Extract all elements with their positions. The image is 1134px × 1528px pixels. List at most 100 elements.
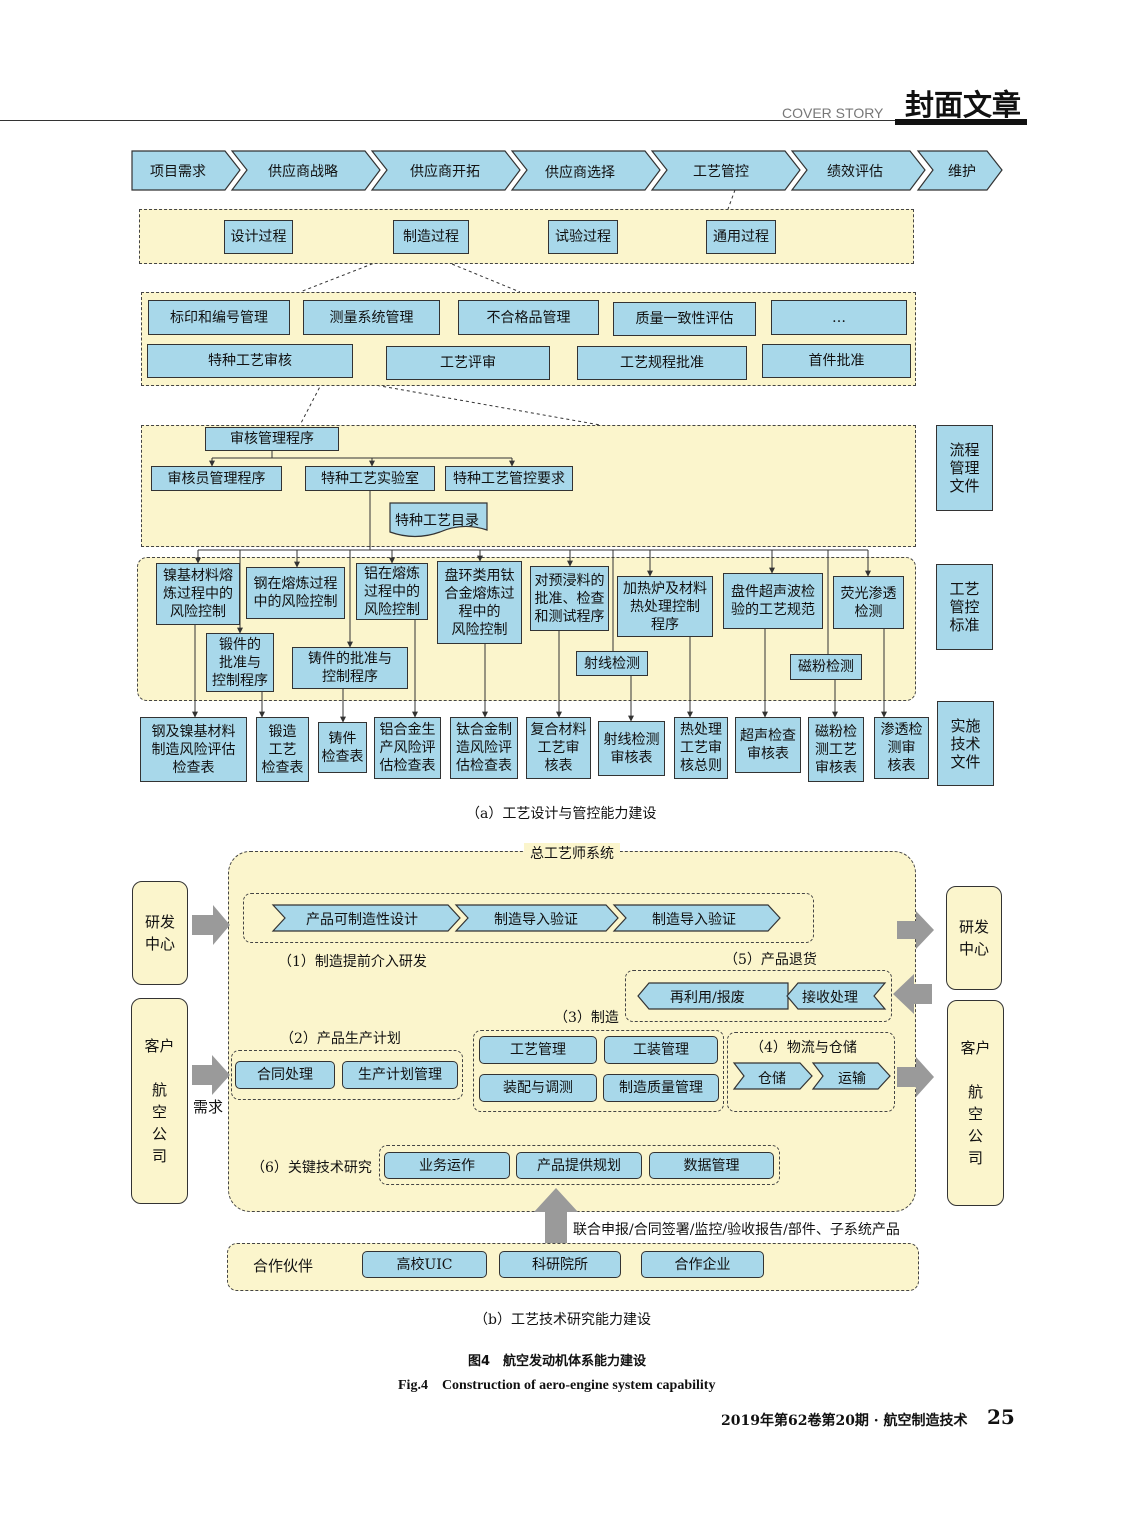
figure-title-cn: 图4 航空发动机体系能力建设 bbox=[468, 1354, 647, 1369]
demand-label: 需求 bbox=[193, 1098, 224, 1116]
std-penetrant: 荧光渗透 检测 bbox=[833, 576, 904, 629]
process-general: 通用过程 bbox=[706, 220, 776, 254]
section-label-en: COVER STORY bbox=[782, 105, 884, 121]
check-forging: 锻造 工艺 检查表 bbox=[256, 717, 309, 782]
mgmt-marking: 标印和编号管理 bbox=[148, 300, 290, 335]
sec6-operations: 业务运作 bbox=[384, 1152, 510, 1179]
audit-catalog: 特种工艺目录 bbox=[395, 513, 479, 529]
check-steel-nickel: 钢及镍基材料 制造风险评估 检查表 bbox=[140, 717, 247, 782]
sec5-label: （5）产品退货 bbox=[724, 952, 817, 968]
sec3-tooling-mgmt: 工装管理 bbox=[604, 1036, 718, 1064]
side-label-control-standards: 工艺 管控 标准 bbox=[936, 564, 993, 650]
sec2-planning: 生产计划管理 bbox=[342, 1061, 458, 1089]
chevron-shape-4 bbox=[510, 150, 661, 191]
process-manufacturing: 制造过程 bbox=[393, 220, 469, 254]
sec4-label: （4）物流与仓储 bbox=[750, 1040, 857, 1056]
sec1-chevron-1: 产品可制造性设计 bbox=[306, 912, 418, 928]
sec6-data: 数据管理 bbox=[649, 1152, 774, 1179]
arrow-rd-out bbox=[897, 911, 934, 949]
std-radiography: 射线检测 bbox=[576, 651, 648, 676]
section5-zone bbox=[625, 970, 892, 1022]
mgmt-nonconforming: 不合格品管理 bbox=[458, 300, 599, 335]
std-steel: 钢在熔炼过程 中的风险控制 bbox=[246, 567, 345, 619]
audit-lab: 特种工艺实验室 bbox=[305, 466, 435, 491]
check-ultrasonic: 超声检查 审核表 bbox=[735, 717, 801, 773]
connector-tezhong-right bbox=[329, 376, 601, 426]
std-nickel: 镍基材料熔 炼过程中的 风险控制 bbox=[156, 563, 240, 625]
partner-enterprise: 合作企业 bbox=[641, 1251, 764, 1278]
process-design: 设计过程 bbox=[224, 220, 293, 254]
connector-zhizao-right bbox=[429, 254, 521, 293]
caption-b: （b）工艺技术研究能力建设 bbox=[474, 1312, 651, 1328]
section-label-cn: 封面文章 bbox=[905, 88, 1022, 122]
sec2-contract: 合同处理 bbox=[235, 1061, 335, 1089]
check-aluminum: 铝合金生 产风险评 估检查表 bbox=[374, 717, 441, 779]
section3-zone bbox=[473, 1030, 724, 1112]
chevron-label-7: 维护 bbox=[948, 164, 976, 180]
arrow-return-in bbox=[893, 974, 932, 1014]
chevron-shape-1 bbox=[131, 150, 241, 191]
check-penetrant: 渗透检 测审 核表 bbox=[874, 717, 929, 779]
check-heat-treat: 热处理 工艺审 核总则 bbox=[674, 717, 728, 779]
side-label-process-docs: 流程 管理 文件 bbox=[936, 425, 993, 511]
std-prepreg: 对预浸料的 批准、检查 和测试程序 bbox=[530, 566, 609, 631]
arrow-demand-in bbox=[192, 1055, 230, 1095]
sec2-label: （2）产品生产计划 bbox=[280, 1031, 401, 1047]
figure-title-en: Fig.4 Construction of aero-engine system… bbox=[398, 1378, 716, 1393]
customer-right: 客户 航 空 公 司 bbox=[947, 1000, 1004, 1206]
arrow-customer-out bbox=[897, 1057, 934, 1097]
sec3-quality: 制造质量管理 bbox=[603, 1074, 719, 1102]
chevron-label-5: 工艺管控 bbox=[693, 164, 749, 180]
chevron-shape-5 bbox=[650, 150, 801, 191]
sec5-item-reuse: 再利用/报废 bbox=[670, 990, 745, 1006]
sec1-label: （1）制造提前介入研发 bbox=[278, 954, 427, 970]
check-titanium: 钛合金制 造风险评 估检查表 bbox=[450, 717, 518, 779]
footer-text: 2019年第62卷第20期 · 航空制造技术 bbox=[721, 1413, 968, 1429]
sec1-chevron-2: 制造导入验证 bbox=[494, 912, 578, 928]
section2-zone bbox=[231, 1050, 463, 1100]
chevron-label-6: 绩效评估 bbox=[827, 164, 883, 180]
sec6-label: （6）关键技术研究 bbox=[251, 1160, 372, 1176]
mgmt-measurement: 测量系统管理 bbox=[303, 300, 440, 335]
mgmt-first-article: 首件批准 bbox=[762, 344, 911, 378]
connector-zhizao-left bbox=[299, 254, 396, 293]
chevron-shape-7 bbox=[916, 150, 1003, 191]
std-magnetic: 磁粉检测 bbox=[790, 654, 862, 680]
mgmt-more: … bbox=[771, 300, 907, 335]
page-number: 25 bbox=[987, 1405, 1015, 1429]
process-test: 试验过程 bbox=[548, 220, 618, 254]
catalog-shape bbox=[389, 502, 488, 538]
section6-zone bbox=[379, 1145, 780, 1185]
sec4-storage: 仓储 bbox=[758, 1071, 786, 1087]
system-title: 总工艺师系统 bbox=[524, 843, 620, 863]
sec5-item-receive: 接收处理 bbox=[802, 990, 858, 1006]
arrow-note: 联合申报/合同签署/监控/验收报告/部件、子系统产品 bbox=[573, 1222, 900, 1238]
section4-zone bbox=[727, 1032, 895, 1112]
audit-requirements: 特种工艺管控要求 bbox=[445, 466, 573, 491]
sec6-planning: 产品提供规划 bbox=[516, 1152, 642, 1179]
partner-institute: 科研院所 bbox=[499, 1251, 621, 1278]
std-heat-treat: 加热炉及材料 热处理控制 程序 bbox=[617, 576, 713, 637]
chevron-shape-2 bbox=[230, 150, 381, 191]
sec1-chevron-3: 制造导入验证 bbox=[652, 912, 736, 928]
chevron-label-2: 供应商战略 bbox=[268, 164, 338, 180]
header-bar bbox=[895, 119, 1027, 125]
audit-root: 审核管理程序 bbox=[205, 427, 339, 451]
arrow-partners-up bbox=[534, 1188, 578, 1244]
chevron-label-3: 供应商开拓 bbox=[410, 164, 480, 180]
sec3-label: （3）制造 bbox=[554, 1010, 619, 1026]
rd-center-right: 研发 中心 bbox=[946, 886, 1002, 990]
arrow-rd-in bbox=[192, 905, 230, 945]
sec3-assembly: 装配与调测 bbox=[479, 1074, 597, 1102]
mgmt-procedure-approval: 工艺规程批准 bbox=[577, 346, 747, 380]
customer-left: 客户 航 空 公 司 bbox=[131, 998, 188, 1204]
std-ultrasonic: 盘件超声波检 验的工艺规范 bbox=[723, 573, 823, 629]
chevron-shape-6 bbox=[790, 150, 926, 191]
mgmt-process-review: 工艺评审 bbox=[386, 346, 550, 380]
side-label-tech-docs: 实施 技术 文件 bbox=[937, 701, 994, 786]
std-titanium: 盘环类用钛 合金熔炼过 程中的 风险控制 bbox=[437, 561, 522, 644]
audit-auditor: 审核员管理程序 bbox=[151, 466, 282, 491]
